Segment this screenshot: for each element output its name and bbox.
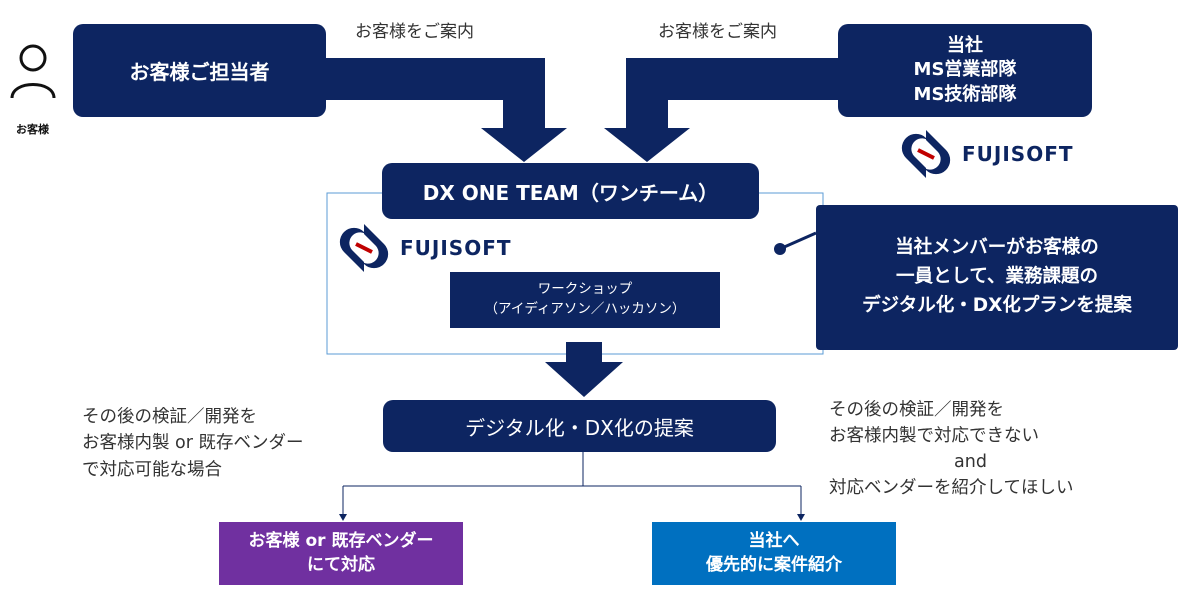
company-line-3: MS技術部隊	[913, 83, 1017, 105]
branch-left-arrowhead	[339, 514, 347, 521]
right-note-line-2: お客様内製で対応できない	[829, 425, 1039, 446]
fujisoft-logo-text: FUJISOFT	[962, 142, 1074, 166]
person-icon	[8, 42, 58, 100]
customer-contact-box: お客様ご担当者	[73, 24, 326, 117]
customer-icon-label: お客様	[16, 123, 49, 136]
company-line-1: 当社	[947, 35, 983, 57]
fujisoft-logo-frame: FUJISOFT	[338, 222, 512, 274]
right-note: その後の検証／開発を お客様内製で対応できない and 対応ベンダーを紹介してほ…	[829, 398, 1073, 502]
left-note-line-1: その後の検証／開発を	[82, 407, 257, 427]
left-result-line-1: お客様 or 既存ベンダー	[248, 530, 434, 551]
arrow-down-to-proposal	[545, 342, 623, 397]
fujisoft-logo-top: FUJISOFT	[900, 128, 1074, 180]
fujisoft-logo-mark-2	[339, 224, 389, 272]
left-note-line-3: で対応可能な場合	[82, 459, 222, 480]
team-title-label: DX ONE TEAM（ワンチーム）	[422, 180, 719, 205]
customer-contact-label: お客様ご担当者	[129, 60, 270, 84]
arrow-right-to-team	[604, 58, 838, 162]
arrow-left-to-team	[323, 58, 567, 162]
left-result-box: お客様 or 既存ベンダー にて対応	[219, 522, 463, 585]
company-box: 当社 MS営業部隊 MS技術部隊	[838, 24, 1092, 117]
branch-right-arrowhead	[797, 514, 805, 521]
callout-line-3: デジタル化・DX化プランを提案	[862, 294, 1132, 316]
team-title-box: DX ONE TEAM（ワンチーム）	[382, 163, 759, 219]
right-result-line-2: 優先的に案件紹介	[706, 554, 842, 575]
guide-label-right: お客様をご案内	[658, 22, 777, 42]
company-line-2: MS営業部隊	[913, 59, 1017, 81]
right-note-line-1: その後の検証／開発を	[829, 400, 1004, 420]
proposal-label: デジタル化・DX化の提案	[465, 415, 694, 440]
workshop-line-1: ワークショップ	[537, 281, 633, 298]
fujisoft-logo-text-2: FUJISOFT	[400, 236, 512, 260]
fujisoft-logo-mark	[901, 130, 951, 178]
right-note-line-3: and	[954, 451, 987, 472]
right-result-line-1: 当社へ	[748, 530, 800, 551]
right-note-line-4: 対応ベンダーを紹介してほしい	[829, 477, 1074, 498]
callout-box: 当社メンバーがお客様の 一員として、業務課題の デジタル化・DX化プランを提案	[816, 205, 1178, 350]
left-result-line-2: にて対応	[307, 554, 375, 575]
left-note: その後の検証／開発を お客様内製 or 既存ベンダー で対応可能な場合	[82, 404, 304, 483]
right-result-box: 当社へ 優先的に案件紹介	[652, 522, 896, 585]
callout-line-1: 当社メンバーがお客様の	[895, 237, 1099, 259]
callout-line-2: 一員として、業務課題の	[895, 266, 1099, 288]
workshop-line-2: （アイディアソン／ハッカソン）	[484, 301, 686, 317]
workshop-box: ワークショップ （アイディアソン／ハッカソン）	[450, 272, 720, 328]
left-note-line-2: お客様内製 or 既存ベンダー	[82, 433, 304, 454]
callout-connector	[781, 231, 817, 250]
callout-dot	[774, 243, 786, 255]
guide-label-left: お客様をご案内	[355, 22, 474, 42]
proposal-box: デジタル化・DX化の提案	[383, 400, 776, 452]
